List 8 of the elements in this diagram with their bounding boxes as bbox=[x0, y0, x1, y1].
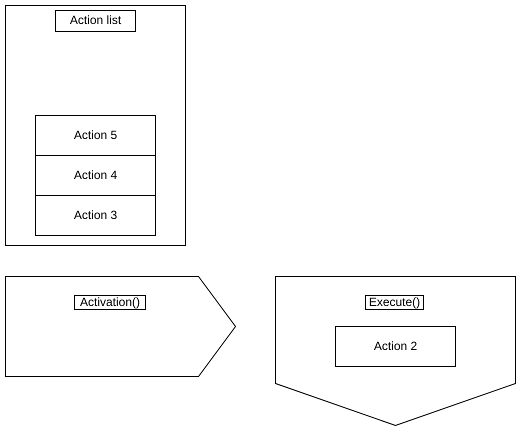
action-box: Action 5 bbox=[35, 115, 156, 156]
action-box: Action 2 bbox=[335, 326, 456, 367]
action-box: Action 4 bbox=[35, 155, 156, 196]
action-box: Action 3 bbox=[35, 195, 156, 236]
title-box: Action list bbox=[55, 10, 136, 32]
list-container bbox=[5, 5, 186, 246]
method-label-box: Execute() bbox=[365, 295, 424, 310]
method-label-box: Activation() bbox=[74, 295, 146, 310]
